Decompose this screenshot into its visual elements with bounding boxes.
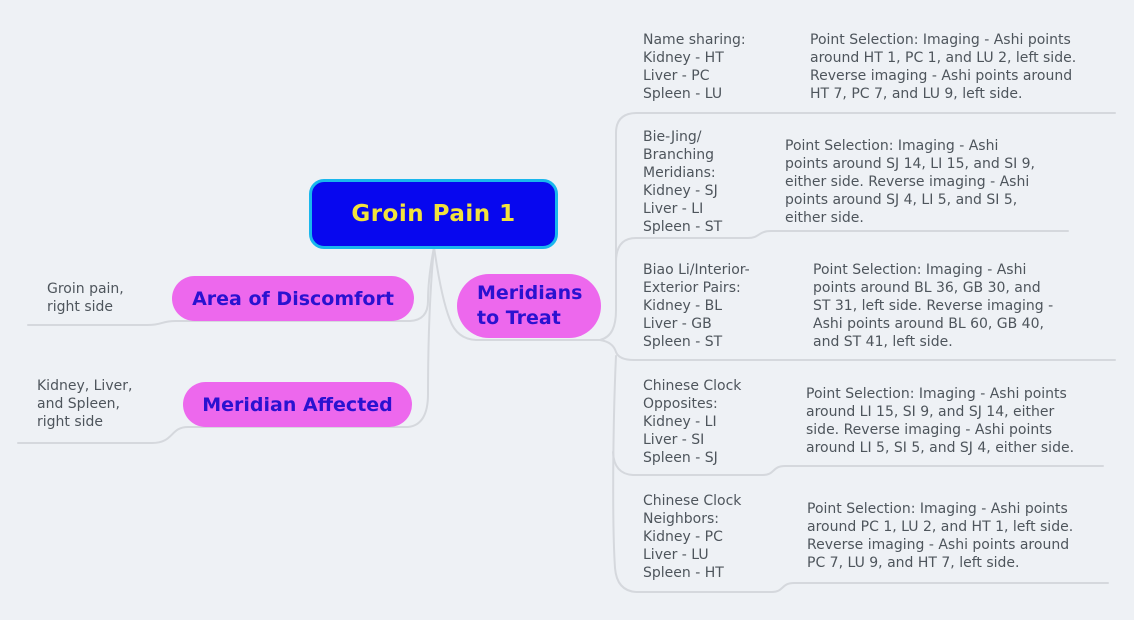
topic-biao-li[interactable]: Biao Li/Interior- Exterior Pairs: Kidney… <box>643 262 750 350</box>
note-meridian-affected[interactable]: Kidney, Liver, and Spleen, right side <box>37 378 133 430</box>
topic-clock-neighbors[interactable]: Chinese Clock Neighbors: Kidney - PC Liv… <box>643 493 742 581</box>
branch-meridians-to-treat[interactable]: Meridians to Treat <box>457 274 601 338</box>
detail-biao-li[interactable]: Point Selection: Imaging - Ashi points a… <box>813 262 1054 350</box>
connector-meridians-to-treat <box>433 246 601 341</box>
note-area-of-discomfort[interactable]: Groin pain, right side <box>47 281 124 315</box>
connector-area-of-discomfort <box>27 246 435 326</box>
detail-clock-neighbors[interactable]: Point Selection: Imaging - Ashi points a… <box>807 501 1074 571</box>
connector-group-1 <box>599 112 1116 341</box>
topic-bie-jing[interactable]: Bie-Jing/ Branching Meridians: Kidney - … <box>643 129 723 235</box>
topic-clock-opposites[interactable]: Chinese Clock Opposites: Kidney - LI Liv… <box>643 378 742 466</box>
connector-group-4 <box>612 451 1104 476</box>
root-node[interactable]: Groin Pain 1 <box>309 179 558 249</box>
connector-meridian-affected <box>17 246 435 444</box>
branch-area-of-discomfort[interactable]: Area of Discomfort <box>172 276 414 321</box>
connector-group-5 <box>612 355 1109 593</box>
connector-group-3 <box>599 339 1116 361</box>
topic-name-sharing[interactable]: Name sharing: Kidney - HT Liver - PC Spl… <box>643 32 746 102</box>
detail-name-sharing[interactable]: Point Selection: Imaging - Ashi points a… <box>810 32 1077 102</box>
branch-meridian-affected[interactable]: Meridian Affected <box>183 382 412 427</box>
detail-bie-jing[interactable]: Point Selection: Imaging - Ashi points a… <box>785 138 1036 226</box>
connector-group-2 <box>615 230 1069 263</box>
detail-clock-opposites[interactable]: Point Selection: Imaging - Ashi points a… <box>806 386 1075 456</box>
